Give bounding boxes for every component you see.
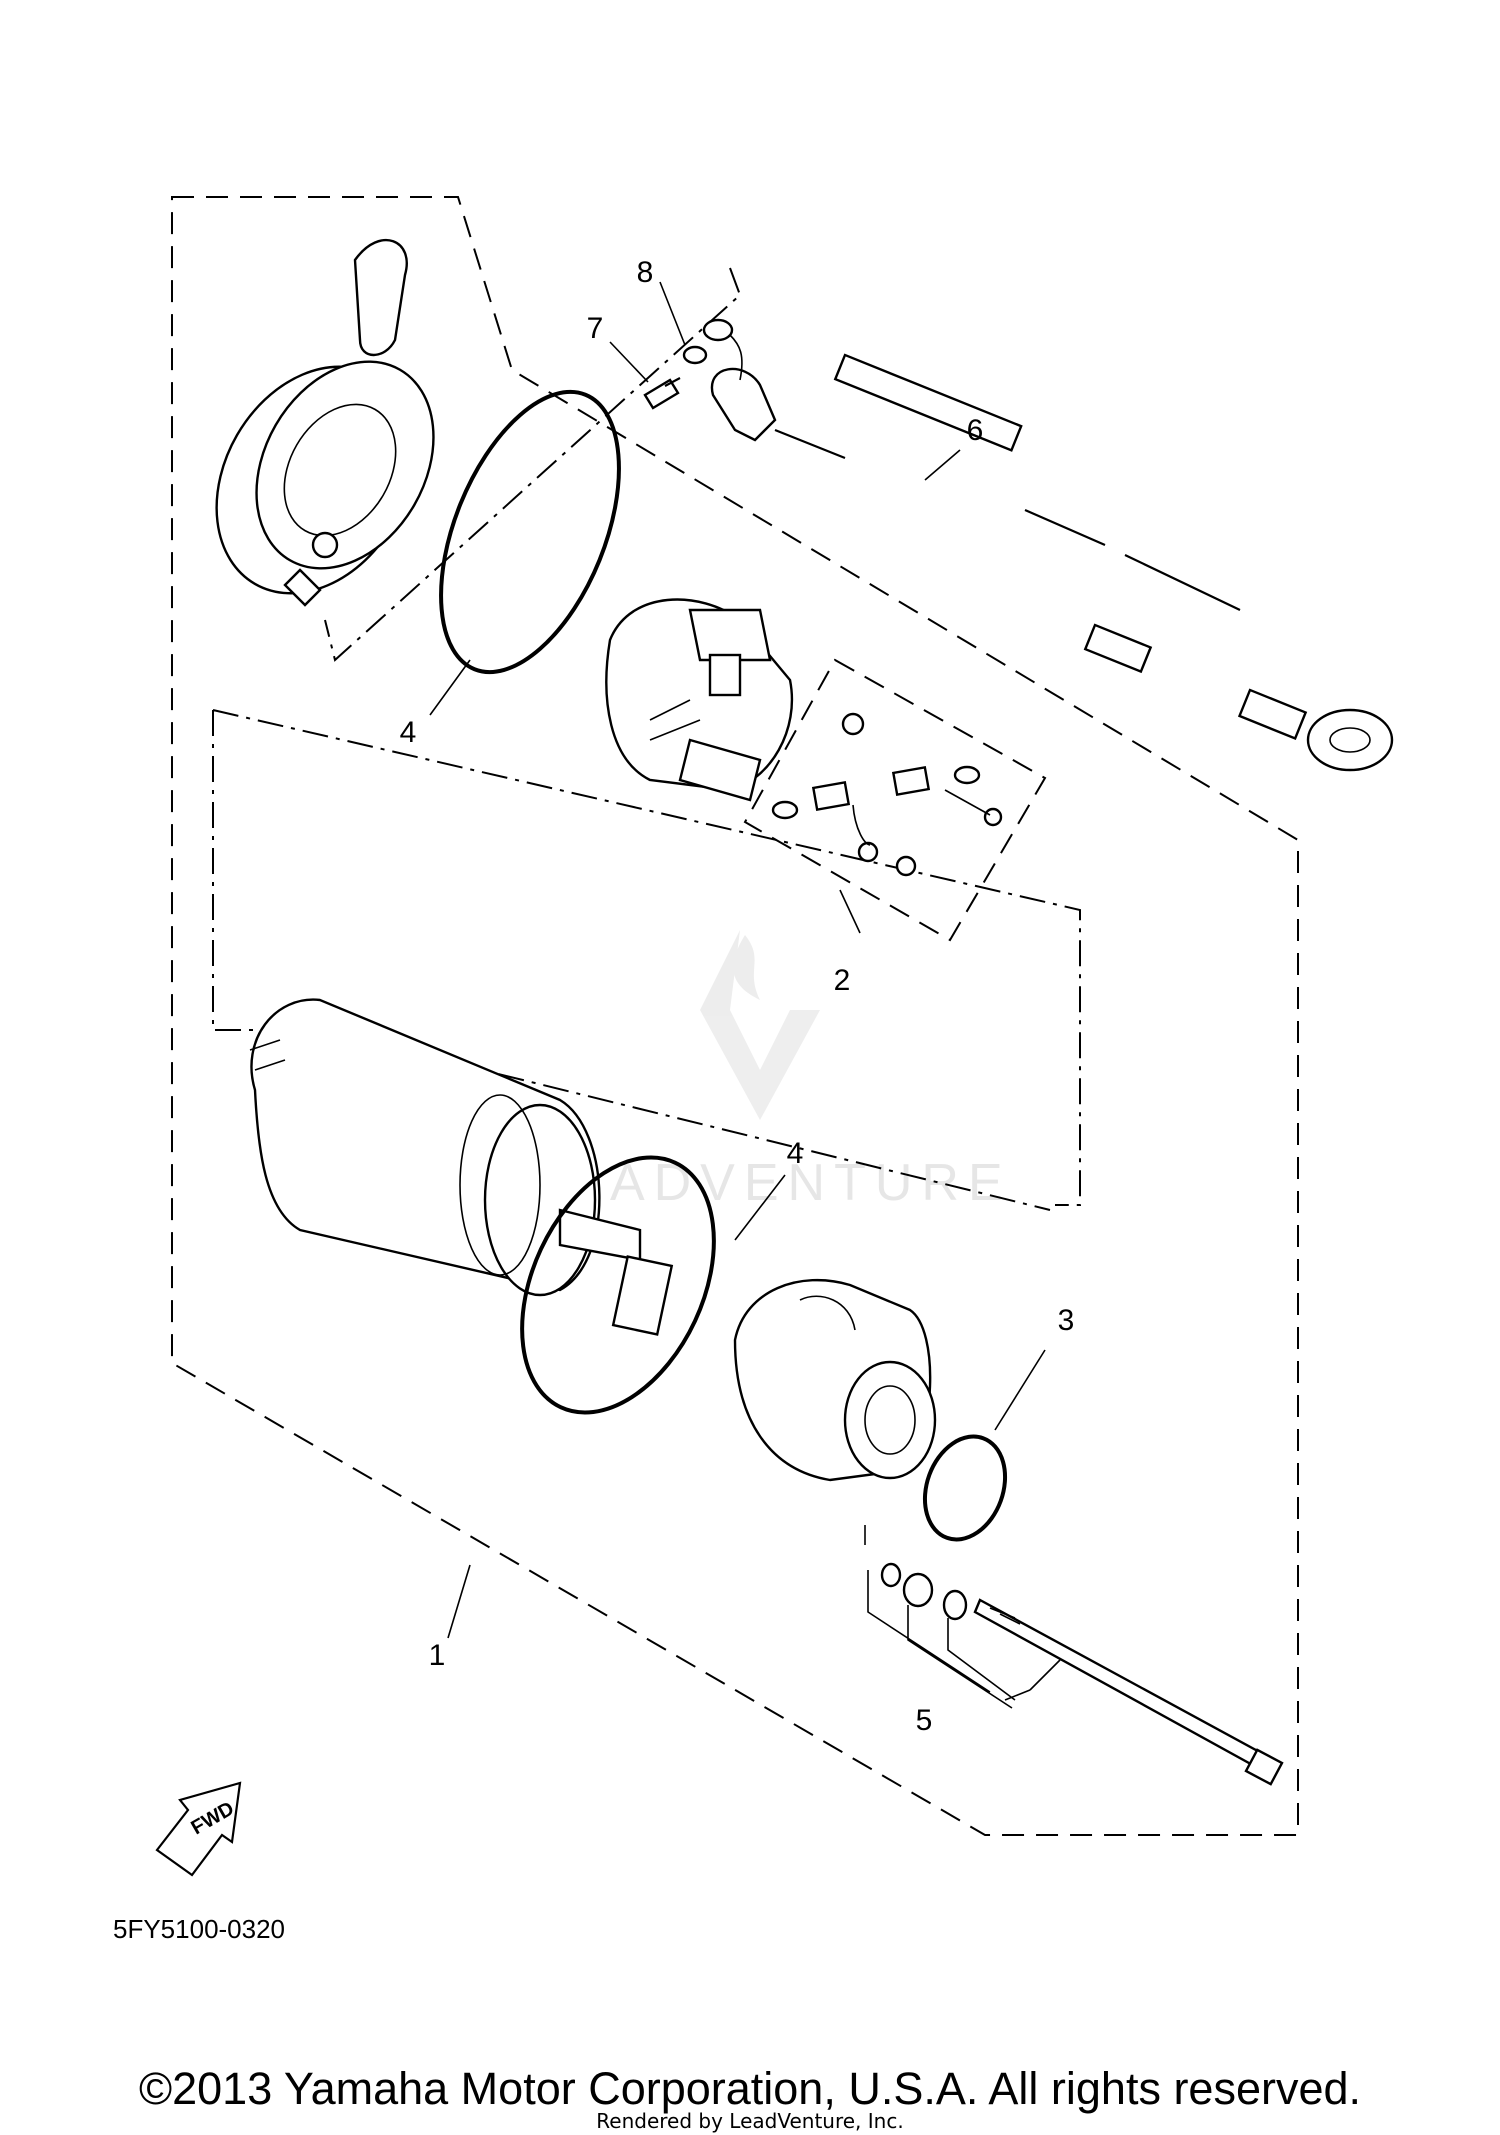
brush-holder bbox=[605, 598, 794, 802]
assembly-boundary bbox=[171, 196, 1299, 1836]
callout-2: 2 bbox=[834, 964, 851, 997]
guide-line-armature bbox=[212, 709, 1081, 1206]
fwd-label: FWD bbox=[188, 1798, 238, 1840]
screw-and-washer bbox=[643, 345, 708, 410]
brush-set-boundary bbox=[743, 658, 1047, 942]
callout-5: 5 bbox=[916, 1704, 933, 1737]
callout-8: 8 bbox=[637, 256, 654, 289]
callout-4-lower: 4 bbox=[787, 1137, 804, 1170]
diagram-code: 5FY5100-0320 bbox=[113, 1914, 285, 1944]
callout-3: 3 bbox=[1058, 1304, 1075, 1337]
callout-1: 1 bbox=[429, 1639, 446, 1672]
callout-6: 6 bbox=[967, 414, 984, 447]
o-ring-upper bbox=[439, 389, 621, 675]
lead-wire bbox=[702, 318, 1394, 772]
copyright-text: ©2013 Yamaha Motor Corporation, U.S.A. A… bbox=[139, 2063, 1361, 2114]
callout-4-upper: 4 bbox=[400, 716, 417, 749]
rear-cover bbox=[733, 1278, 937, 1482]
o-ring-lower bbox=[520, 1155, 716, 1415]
fwd-arrow-icon: FWD bbox=[155, 1781, 242, 1877]
brush-set-parts bbox=[771, 712, 1003, 877]
o-ring-small bbox=[922, 1434, 1008, 1542]
callout-7: 7 bbox=[587, 312, 604, 345]
front-cover bbox=[215, 239, 435, 607]
guide-line-upper bbox=[324, 267, 742, 662]
bolt-set bbox=[867, 1562, 1284, 1786]
rendered-by-text: Rendered by LeadVenture, Inc. bbox=[596, 2109, 903, 2133]
leadventure-watermark: LEADVENTURE bbox=[528, 930, 1011, 1212]
watermark-text: LEADVENTURE bbox=[528, 1154, 1011, 1212]
starter-yoke bbox=[249, 998, 674, 1336]
leader-lines bbox=[429, 281, 1046, 1639]
guide-line-main bbox=[319, 1029, 1051, 1211]
